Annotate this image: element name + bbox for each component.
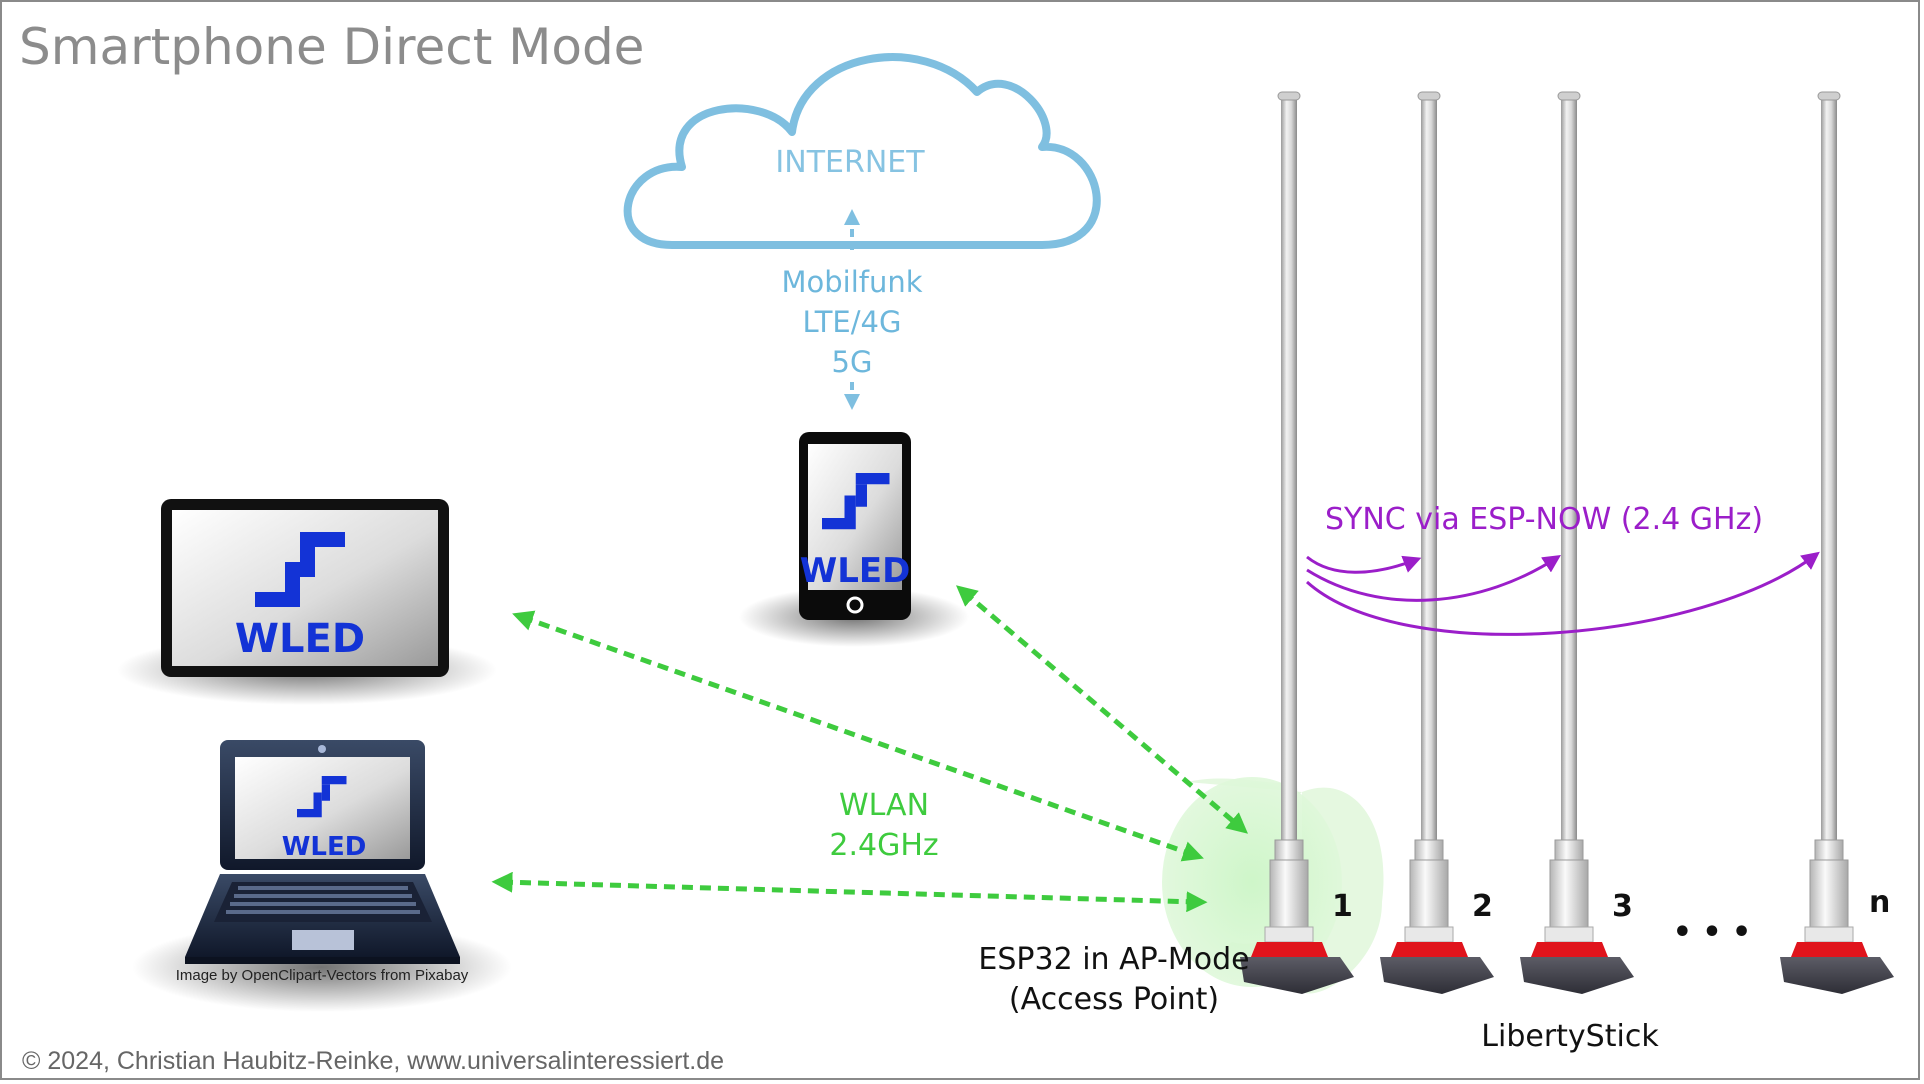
wlan-label-line-1: WLAN <box>839 788 929 823</box>
product-label: LibertyStick <box>1481 1019 1659 1054</box>
laptop-wled-label: WLED <box>282 832 367 862</box>
stick-label-3: 3 <box>1612 889 1633 924</box>
wlan-label-line-2: 2.4GHz <box>829 828 938 863</box>
tablet-wled-label: WLED <box>235 616 365 662</box>
tablet-icon <box>161 499 449 677</box>
wlan-arrow-laptop <box>491 871 1208 913</box>
mobile-link-line-1: Mobilfunk <box>781 265 922 299</box>
smartphone-wled-label: WLED <box>800 551 911 591</box>
led-stick-icon <box>1520 91 1634 994</box>
sync-label: SYNC via ESP-NOW (2.4 GHz) <box>1325 502 1763 537</box>
mobile-link-line-2: LTE/4G <box>803 305 902 339</box>
esp32-label-line-2: (Access Point) <box>1009 982 1219 1017</box>
sync-arrow-2 <box>1306 555 1422 574</box>
cloud-label: INTERNET <box>775 145 925 180</box>
stick-label-1: 1 <box>1332 889 1353 924</box>
esp32-label-line-1: ESP32 in AP-Mode <box>978 942 1249 977</box>
led-stick-icon <box>1380 91 1494 994</box>
stick-label-n: n <box>1869 885 1890 920</box>
stick-ellipsis: • • • <box>1673 915 1751 950</box>
laptop-icon <box>185 740 460 964</box>
led-stick-icon <box>1780 91 1894 994</box>
esp32-glow-right <box>1187 776 1384 994</box>
stick-label-2: 2 <box>1472 889 1493 924</box>
led-stick-icon <box>1240 91 1354 994</box>
sync-arrow-n <box>1306 551 1820 636</box>
cloud-icon <box>623 53 1101 249</box>
image-credit: Image by OpenClipart-Vectors from Pixaba… <box>176 967 469 984</box>
wlan-arrow-smartphone <box>956 585 1248 834</box>
page-title: Smartphone Direct Mode <box>19 18 644 76</box>
sync-arrow-3 <box>1306 555 1562 602</box>
mobile-link-line-3: 5G <box>832 345 873 379</box>
keyboard-keys <box>226 886 420 914</box>
smartphone-icon <box>799 432 911 620</box>
copyright: © 2024, Christian Haubitz-Reinke, www.un… <box>22 1047 724 1075</box>
